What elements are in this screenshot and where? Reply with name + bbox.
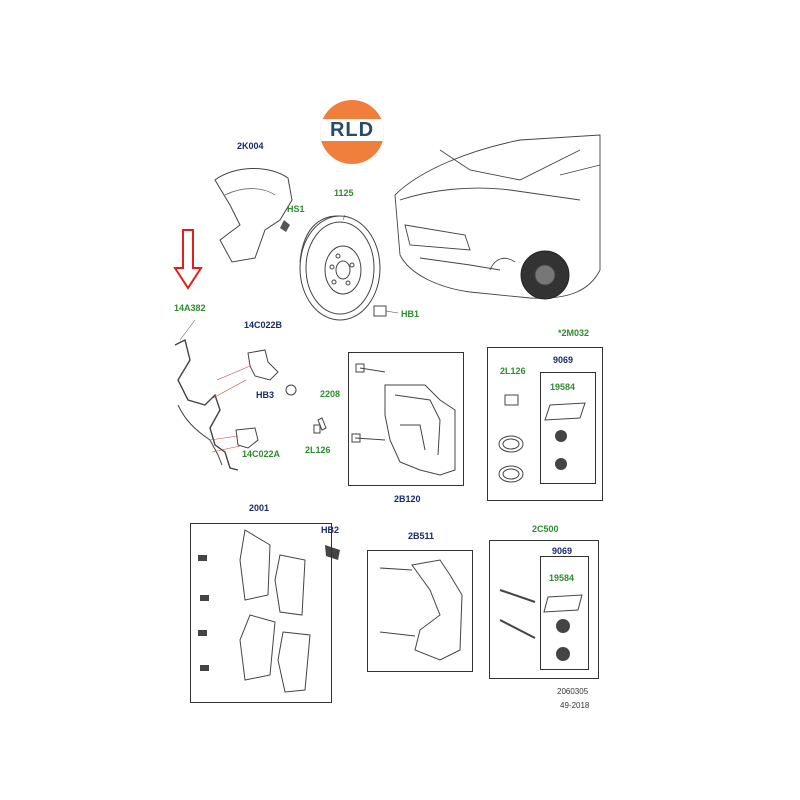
callout-9069-b: 9069: [552, 546, 573, 556]
kit-2C500-inner-box: [540, 556, 589, 670]
callout-HB1: HB1: [401, 309, 420, 319]
caliper-body: [384, 384, 456, 476]
callout-9069-a: 9069: [553, 355, 574, 365]
callout-2208: 2208: [320, 389, 341, 399]
kit-2M032-inner-box: [540, 372, 596, 484]
logo-text: RLD: [329, 119, 375, 141]
callout-1125: 1125: [334, 188, 354, 198]
callout-19584-a: 19584: [550, 382, 576, 392]
splash-shield: [214, 168, 293, 263]
kit-2C500-box: [489, 540, 599, 679]
abs-sensor-cable: [174, 338, 239, 471]
brake-disc: [299, 215, 381, 321]
callout-14C022A: 14C022A: [242, 449, 281, 459]
callout-2K004: 2K004: [237, 141, 264, 151]
callout-2L126-b: 2L126: [500, 366, 526, 376]
kit-2M032-box: [487, 347, 603, 501]
callout-2B120: 2B120: [394, 494, 421, 504]
red-arrow: [173, 229, 203, 290]
callout-14A382: 14A382: [174, 303, 206, 313]
callout-2001: 2001: [249, 503, 270, 513]
callout-2L126-a: 2L126: [305, 445, 331, 455]
callout-HS1: HS1: [287, 204, 305, 214]
rld-logo: RLD: [320, 100, 384, 164]
callout-2B511: 2B511: [408, 531, 435, 541]
callout-14C022B: 14C022B: [244, 320, 283, 330]
logo-band: [320, 119, 384, 141]
diagram-ref-number: 2060305: [557, 687, 589, 696]
callout-2M032: *2M032: [558, 328, 590, 338]
vehicle-illustration: [394, 134, 601, 300]
callout-HB3: HB3: [256, 390, 275, 400]
diagram-date: 49-2018: [560, 701, 590, 710]
carrier-box: [367, 550, 473, 672]
callout-19584-b: 19584: [549, 573, 575, 583]
callout-2C500: 2C500: [532, 524, 559, 534]
pads-box: [190, 523, 332, 703]
callout-HB2: HB2: [321, 525, 340, 535]
caliper-box: [348, 352, 464, 486]
